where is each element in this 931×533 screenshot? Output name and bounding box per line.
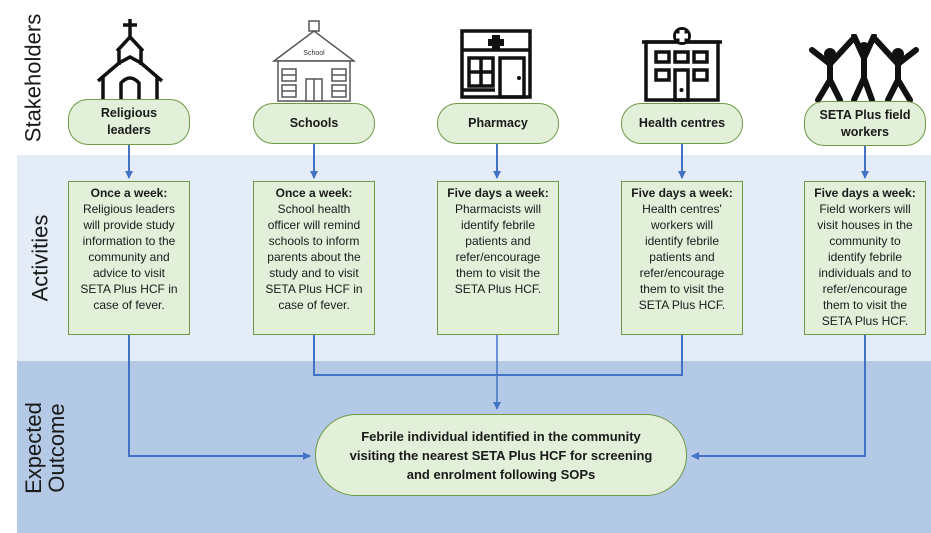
hospital-icon xyxy=(642,27,722,102)
stakeholder-field-workers: SETA Plus field workers xyxy=(804,101,926,146)
merge-line-schools-health xyxy=(313,335,683,376)
activity-health-centres: Five days a week: Health centres' worker… xyxy=(621,181,743,335)
activity-frequency: Five days a week: xyxy=(631,186,733,200)
activity-description: Pharmacists will identify febrile patien… xyxy=(454,202,542,296)
people-icon xyxy=(809,34,919,102)
activity-description: Health centres' workers will identify fe… xyxy=(638,202,726,312)
stakeholder-pharmacy: Pharmacy xyxy=(437,103,559,144)
activity-description: Field workers will visit houses in the c… xyxy=(817,202,913,328)
arrow-field-to-outcome xyxy=(691,335,866,460)
arrow-religious-to-outcome xyxy=(128,335,311,460)
activity-frequency: Once a week: xyxy=(90,186,168,200)
activity-frequency: Once a week: xyxy=(275,186,353,200)
church-icon xyxy=(96,19,164,105)
stakeholder-schools: Schools xyxy=(253,103,375,144)
activity-pharmacy: Five days a week: Pharmacists will ident… xyxy=(437,181,559,335)
activity-frequency: Five days a week: xyxy=(447,186,549,200)
activity-description: Religious leaders will provide study inf… xyxy=(80,202,178,312)
stakeholder-religious-leaders: Religious leaders xyxy=(68,99,190,145)
activity-description: School health officer will remind school… xyxy=(265,202,363,312)
pharmacy-icon xyxy=(460,29,532,99)
expected-outcome: Febrile individual identified in the com… xyxy=(315,414,687,496)
stakeholder-health-centres: Health centres xyxy=(621,103,743,144)
activity-religious-leaders: Once a week: Religious leaders will prov… xyxy=(68,181,190,335)
activity-schools: Once a week: School health officer will … xyxy=(253,181,375,335)
activity-frequency: Five days a week: xyxy=(814,186,916,200)
school-icon: School xyxy=(272,20,356,102)
activity-field-workers: Five days a week: Field workers will vis… xyxy=(804,181,926,335)
school-sign-text: School xyxy=(303,50,325,57)
